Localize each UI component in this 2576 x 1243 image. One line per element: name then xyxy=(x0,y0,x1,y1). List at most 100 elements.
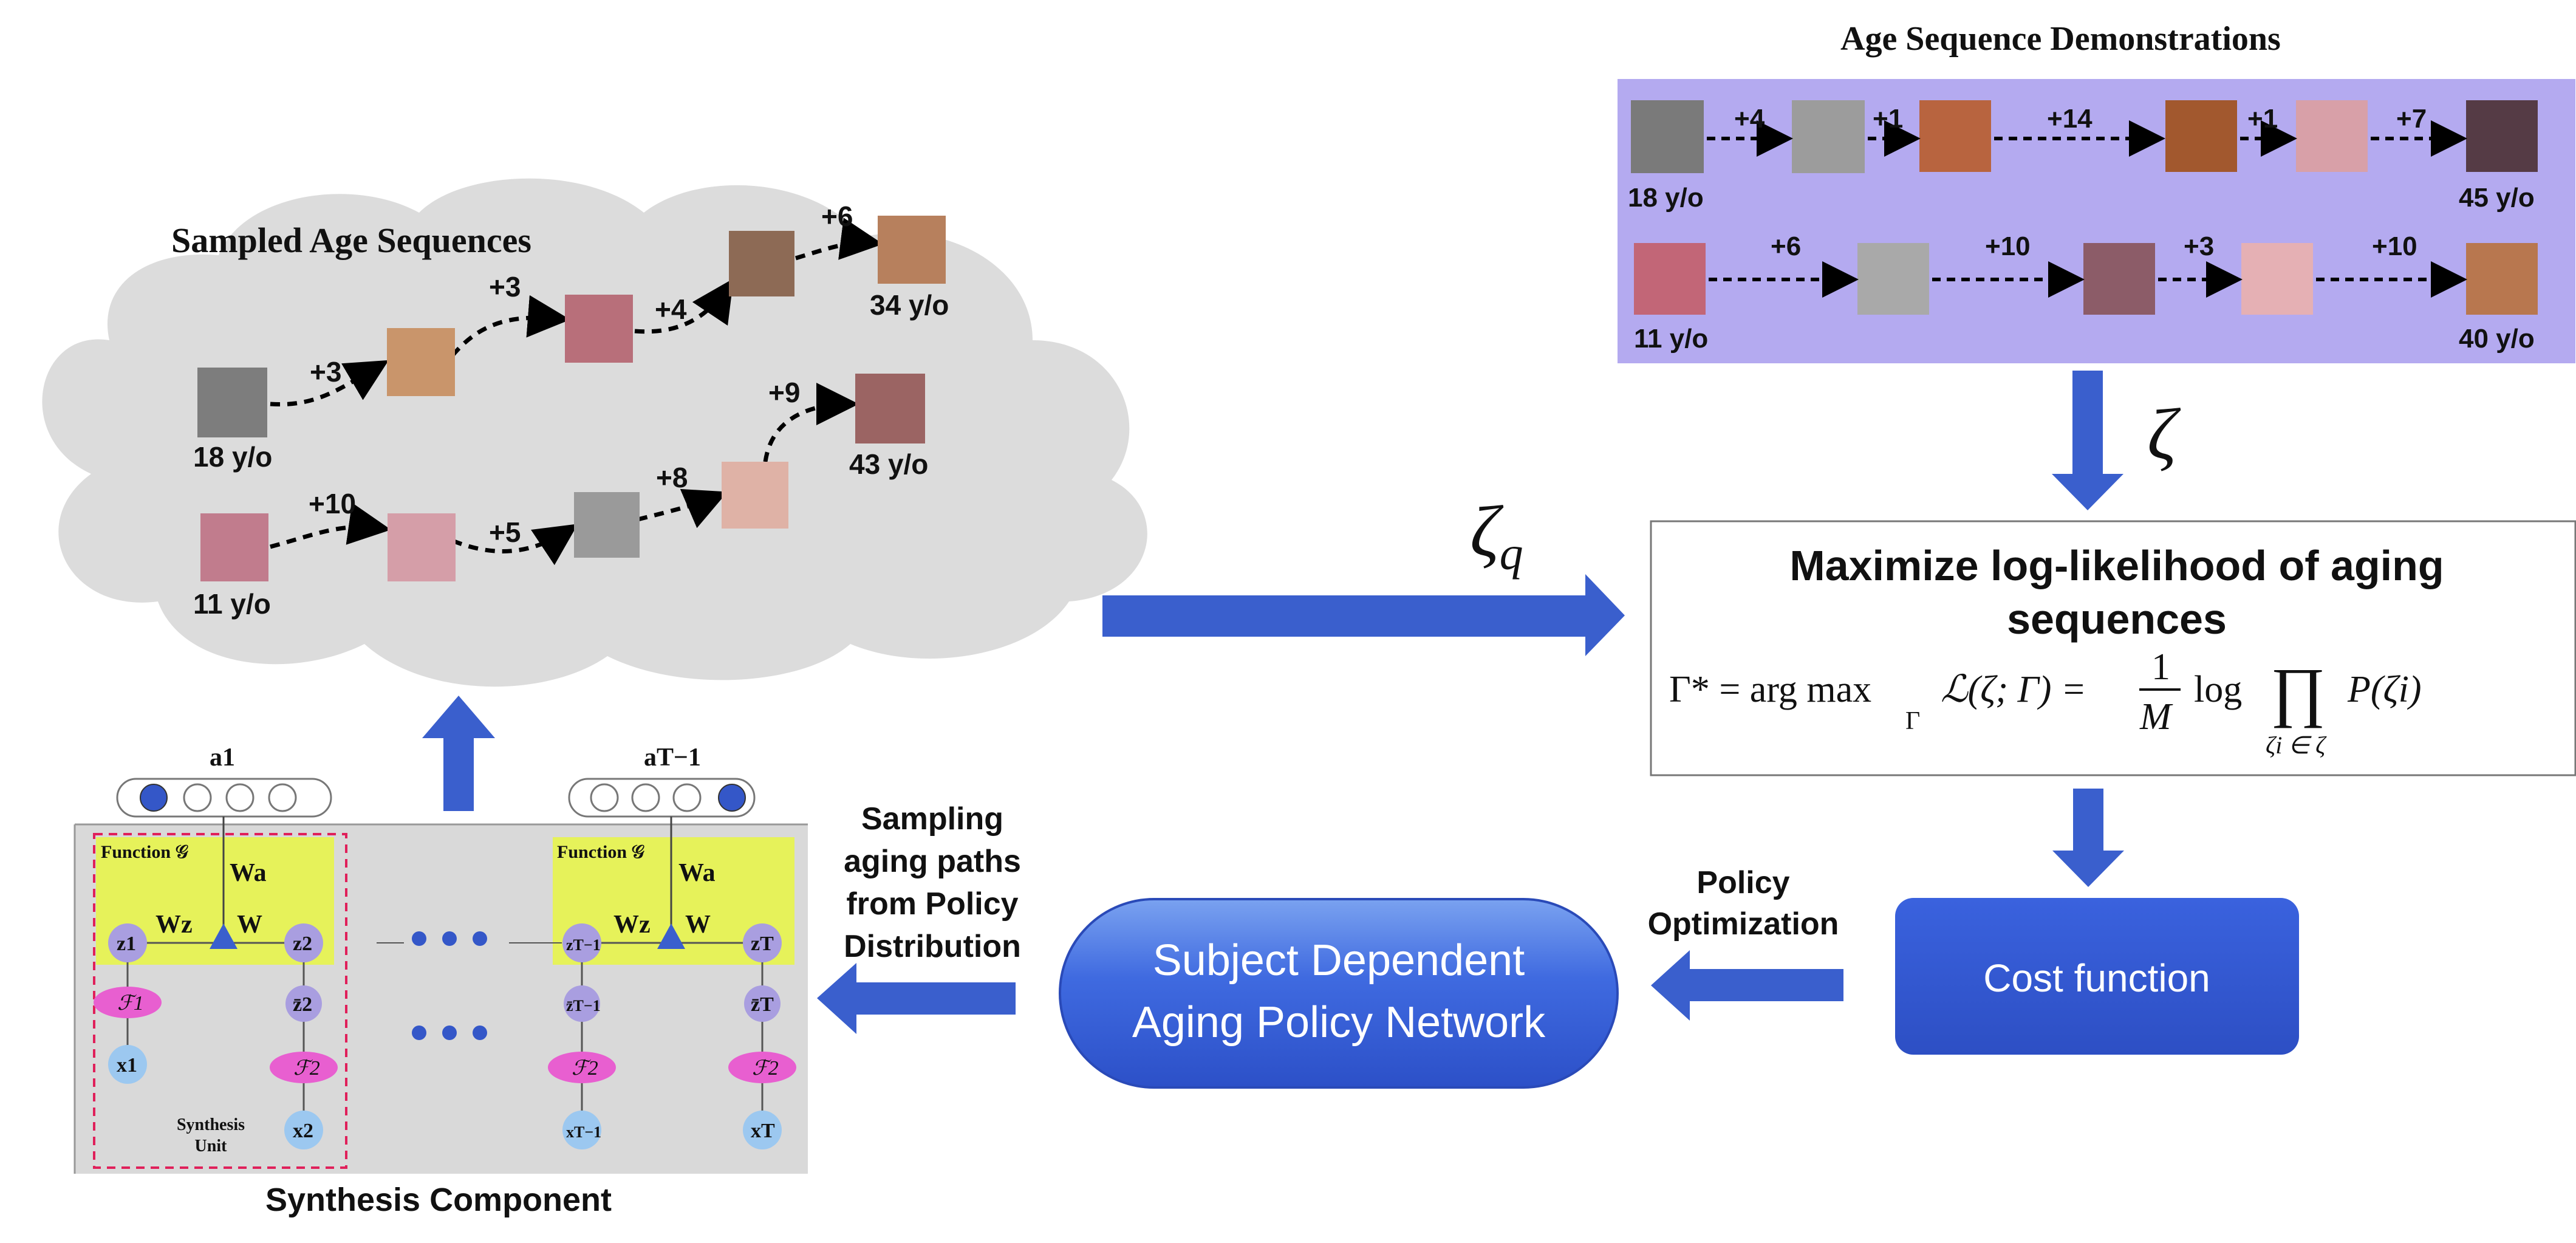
face-thumbnail xyxy=(2165,100,2237,172)
demos-row1-start-age: 18 y/o xyxy=(1628,183,1704,213)
demos-row2-step: +3 xyxy=(2184,231,2214,261)
cost-function-box: Cost function xyxy=(1895,898,2299,1055)
node-label: zT−1 xyxy=(566,936,601,954)
face-thumbnail xyxy=(387,328,455,396)
demos-row2-start-age: 11 y/o xyxy=(1634,324,1708,354)
combine-node xyxy=(210,923,237,949)
weight-label-w: W xyxy=(685,911,711,939)
demos-row2-step: +10 xyxy=(2372,231,2417,261)
objective-title: sequences xyxy=(2007,595,2227,643)
ellipsis-dot xyxy=(473,1026,487,1040)
ellipsis-dot xyxy=(442,1026,457,1040)
demos-title: Age Sequence Demonstrations xyxy=(1840,20,2281,58)
ellipsis-dot xyxy=(442,931,457,946)
action-label-last: aT−1 xyxy=(644,744,701,772)
latent-node xyxy=(743,923,782,962)
policy-network-label: Aging Policy Network xyxy=(1132,998,1546,1047)
face-thumbnail xyxy=(1631,100,1704,173)
sampled-row2-step: +10 xyxy=(309,488,356,519)
combine-node xyxy=(657,923,685,949)
demos-row2-end-age: 40 y/o xyxy=(2459,324,2535,354)
node-label: z2 xyxy=(293,933,312,955)
node-label: xT xyxy=(751,1120,775,1142)
objective-to-cost-arrow xyxy=(2052,789,2124,887)
latent-bar-node xyxy=(744,985,781,1022)
face-thumbnail xyxy=(200,513,268,581)
ellipsis-dot xyxy=(412,1026,426,1040)
policy-optimization-label: Policy xyxy=(1696,865,1789,900)
sampled-row2-path xyxy=(637,488,728,529)
face-thumbnail xyxy=(197,368,267,437)
image-node xyxy=(743,1111,782,1149)
action-slot xyxy=(672,783,702,812)
equation-product: ∏ xyxy=(2270,654,2326,728)
sampling-label: Sampling xyxy=(861,801,1003,837)
sampled-row1-path xyxy=(634,278,734,334)
demos-row2-step: +6 xyxy=(1771,231,1801,261)
equation-product-sub: ζi ∈ ζ xyxy=(2266,731,2327,759)
demos-row1-step: +4 xyxy=(1734,104,1765,134)
sampled-row2-step: +8 xyxy=(656,462,688,493)
demos-row2-step: +10 xyxy=(1985,231,2031,261)
action-slot xyxy=(268,783,297,812)
policy-network: Subject Dependent Aging Policy Network xyxy=(1059,898,1619,1089)
face-thumbnail xyxy=(565,295,633,363)
function-g-label: Function 𝒢 xyxy=(101,842,189,862)
action-slot xyxy=(590,783,619,812)
node-label: z̄T−1 xyxy=(566,997,601,1015)
demonstrations-panel: Age Sequence Demonstrations 18 y/o +4 +1… xyxy=(1618,20,2575,363)
sampled-row1-end-age: 34 y/o xyxy=(870,289,949,321)
face-thumbnail xyxy=(2083,243,2155,315)
weight-label-wz: Wz xyxy=(155,911,193,939)
node-label: ℱ1 xyxy=(117,992,144,1015)
node-label: x2 xyxy=(293,1120,313,1142)
action-slot-selected xyxy=(718,784,746,812)
sampled-row1-step: +6 xyxy=(821,200,853,232)
sampled-row1-path xyxy=(270,360,389,407)
node-label: z1 xyxy=(117,933,136,955)
ellipsis-dot xyxy=(412,931,426,946)
latent-bar-node xyxy=(285,985,322,1022)
face-thumbnail xyxy=(388,513,456,581)
sampled-row1-step: +3 xyxy=(310,356,341,388)
face-thumbnail xyxy=(1634,243,1706,315)
sampled-row2-start-age: 11 y/o xyxy=(193,588,271,620)
sampled-row1-path xyxy=(794,217,883,261)
face-thumbnail xyxy=(729,231,794,296)
node-label: xT−1 xyxy=(566,1123,601,1141)
cost-to-policy-arrow xyxy=(1651,950,1843,1021)
sampled-row2-path xyxy=(451,524,578,566)
zeta-symbol: ζ xyxy=(2147,394,2181,474)
face-thumbnail xyxy=(574,492,640,558)
node-label: x1 xyxy=(117,1054,137,1077)
equation-term: P(ζi) xyxy=(2347,669,2422,710)
action-slot xyxy=(631,783,660,812)
equation-frac-den: M xyxy=(2139,696,2173,738)
weight-label-wz: Wz xyxy=(613,911,651,939)
f2-node xyxy=(548,1052,616,1083)
zeta-q-symbol: ζq xyxy=(1470,491,1523,580)
sampled-row2-end-age: 43 y/o xyxy=(849,448,928,480)
synthesis-component: a1 aT−1 Function 𝒢 Function 𝒢 Wa Wa xyxy=(73,744,808,1174)
demos-row1-step: +14 xyxy=(2047,104,2093,134)
policy-optimization-label: Optimization xyxy=(1648,906,1839,942)
sampled-row1-step: +4 xyxy=(655,293,687,325)
face-thumbnail xyxy=(2466,100,2538,172)
face-thumbnail xyxy=(2241,243,2313,315)
equation-log: log xyxy=(2194,669,2242,710)
action-slot xyxy=(183,783,212,812)
face-thumbnail xyxy=(855,374,925,443)
f1-node xyxy=(94,987,162,1018)
equation-lhs: Γ* = arg max xyxy=(1669,669,1871,710)
objective-equation: Γ* = arg max Γ ℒ(ζ; Γ) = 1 M log ∏ ζi ∈ … xyxy=(1669,646,2422,759)
cloud-shape xyxy=(42,178,1147,687)
face-thumbnail xyxy=(722,462,788,529)
action-slot-selected xyxy=(140,784,168,812)
f2-node xyxy=(270,1052,338,1083)
sampling-label: from Policy xyxy=(846,886,1018,922)
objective-box: Maximize log-likelihood of aging sequenc… xyxy=(1650,520,2576,776)
policy-network-label: Subject Dependent xyxy=(1153,936,1525,985)
action-vector-last xyxy=(568,778,756,818)
image-node xyxy=(562,1111,601,1149)
